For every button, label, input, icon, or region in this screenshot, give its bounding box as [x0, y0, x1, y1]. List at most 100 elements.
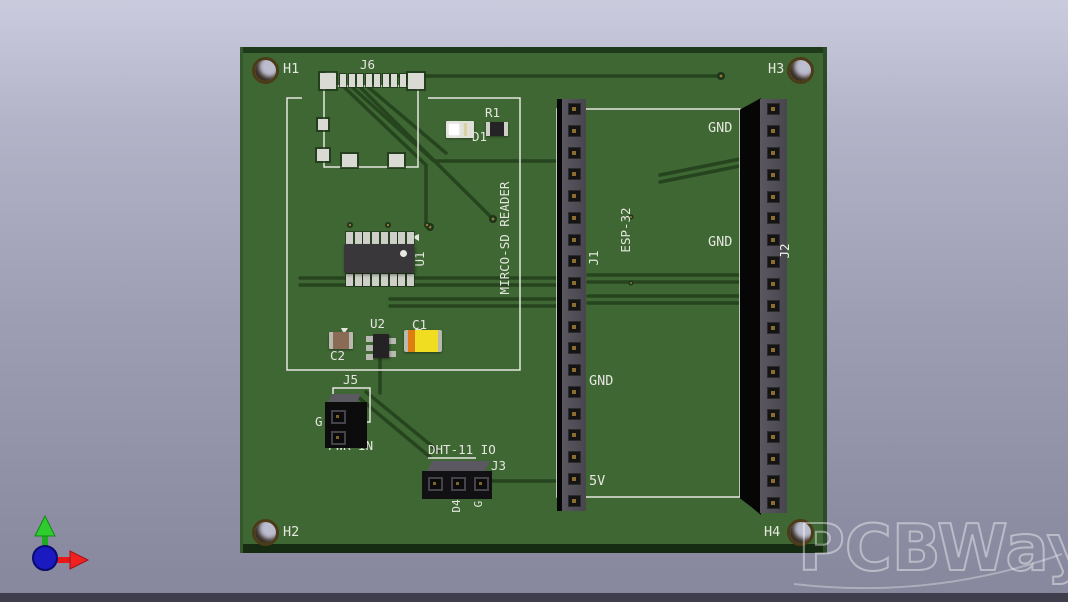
u1-lead — [380, 274, 388, 286]
j1-pin — [567, 146, 581, 159]
j2-pin — [767, 103, 780, 115]
j2-pin — [767, 212, 780, 225]
header-j3-holes — [428, 477, 489, 491]
j2-pin — [767, 234, 780, 247]
u2-lead — [366, 336, 373, 342]
u1-lead — [363, 232, 371, 244]
j1-pin — [567, 168, 581, 181]
j2-label-gnd-mid: GND — [708, 234, 733, 250]
mounting-hole-h1 — [252, 57, 279, 84]
j6-pad — [340, 74, 346, 87]
j1-pin — [567, 124, 581, 137]
ref-label-j5: J5 — [343, 372, 359, 387]
u2-lead — [389, 338, 396, 344]
j6-pad — [374, 74, 381, 87]
j2-pin — [767, 278, 780, 290]
j1-pin — [567, 233, 581, 246]
j6-pad — [348, 74, 355, 87]
ic-u1-pin1-dot — [400, 250, 407, 257]
j2-pin — [767, 431, 780, 444]
j2-pin — [767, 453, 780, 465]
ref-label-u2: U2 — [370, 316, 386, 331]
j1-pin — [567, 103, 581, 115]
j6-pad-side-2 — [317, 149, 329, 161]
j3-caption-dht11-io: DHT-11 IO — [428, 442, 496, 457]
ref-label-c2: C2 — [330, 348, 346, 363]
u1-lead — [398, 274, 406, 286]
ref-label-r1: R1 — [485, 105, 501, 120]
hole-label-h4: H4 — [764, 524, 781, 540]
window-bottom-strip — [0, 593, 1068, 602]
j2-pin — [767, 321, 780, 334]
hole-label-h3: H3 — [768, 61, 785, 77]
j1-pin — [567, 190, 581, 203]
header-j2 — [760, 99, 787, 513]
j6-pad-side-1 — [318, 119, 328, 130]
u1-lead — [398, 232, 406, 244]
j1-pin — [567, 364, 581, 377]
traces — [298, 74, 742, 483]
led-d1-stripe — [464, 123, 467, 136]
section-title-esp32: ESP-32 — [618, 207, 633, 253]
j1-pin — [567, 255, 581, 268]
capacitor-c2 — [329, 332, 353, 349]
u1-lead — [380, 232, 388, 244]
j2-pin — [767, 409, 780, 422]
j1-pin — [567, 473, 581, 486]
j2-pin — [767, 146, 780, 159]
board-edge-right — [823, 47, 827, 553]
j2-pin — [767, 474, 780, 487]
resistor-r1 — [486, 122, 508, 136]
header-j2-side-face — [740, 98, 761, 515]
j2-pin — [767, 190, 780, 203]
section-title-sd-reader: MIRCO-SD READER — [497, 181, 512, 295]
pcbway-watermark-text: PCBWay — [798, 512, 1068, 586]
j2-pin — [767, 124, 780, 137]
u1-leads-bottom — [346, 274, 414, 286]
u1-lead — [346, 232, 353, 244]
u1-lead — [354, 274, 362, 286]
j1-pin — [567, 342, 581, 355]
u1-lead — [372, 232, 380, 244]
j6-pad — [391, 74, 398, 87]
j6-pad-bottom-2 — [389, 154, 404, 167]
j5-pin-hole — [331, 410, 346, 424]
header-j5-holes — [331, 410, 346, 445]
u1-lead — [363, 274, 371, 286]
j5-pin-label-g: G — [315, 414, 323, 429]
u1-leads-top — [346, 232, 414, 244]
u2-lead — [366, 354, 373, 360]
hole-label-h2: H2 — [283, 524, 300, 540]
header-j5 — [325, 394, 367, 448]
ref-label-j3: J3 — [491, 458, 507, 473]
j1-label-5v: 5V — [589, 473, 606, 489]
header-j1 — [562, 99, 586, 511]
x-axis-arrowhead — [69, 550, 90, 570]
j2-pin — [767, 168, 780, 181]
header-j1-side-face — [557, 99, 563, 511]
u1-lead — [406, 274, 414, 286]
j2-pin — [767, 387, 780, 400]
j1-pin — [567, 320, 581, 333]
j3-pin-hole — [474, 477, 489, 491]
axis-gizmo — [32, 514, 90, 571]
j1-label-gnd: GND — [589, 373, 614, 389]
u1-lead — [372, 274, 380, 286]
board-edge-left — [240, 47, 243, 553]
j2-pin — [767, 365, 780, 378]
j1-pin — [567, 451, 581, 464]
j1-pin — [567, 298, 581, 311]
u2-lead — [389, 351, 396, 357]
j6-pad — [365, 74, 372, 87]
j6-pad — [357, 74, 364, 87]
j1-pin — [567, 211, 581, 224]
j6-pad-row — [340, 74, 406, 87]
u1-lead — [354, 232, 362, 244]
j1-pin — [567, 407, 581, 420]
vias — [347, 72, 725, 286]
z-axis-sphere — [32, 545, 58, 571]
header-j3 — [422, 461, 494, 501]
ic-u2 — [373, 334, 389, 358]
j3-pin-hole — [451, 477, 466, 491]
